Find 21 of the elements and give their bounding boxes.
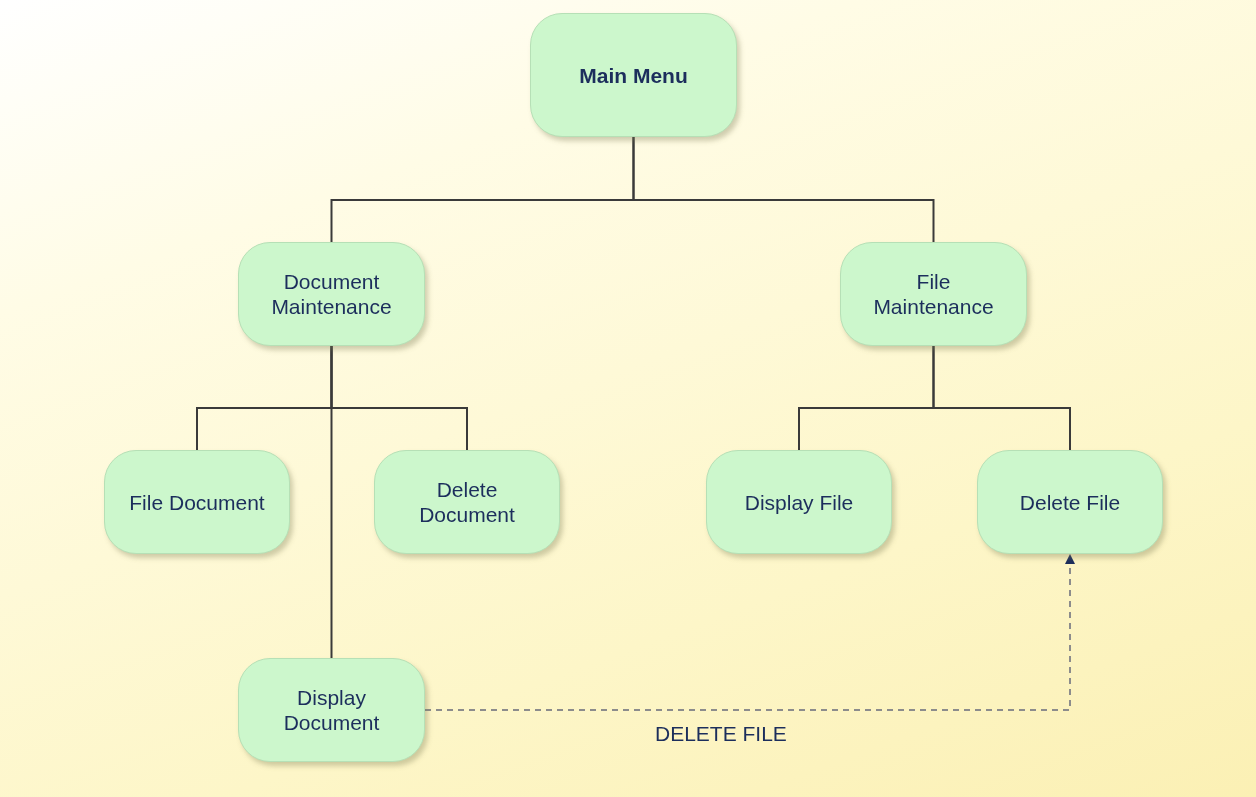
arrow [424,553,1075,711]
menu-box [530,13,737,137]
menu-box [977,450,1163,554]
menu-box [374,450,560,554]
node-label: Document Maintenance [270,269,393,319]
connector-line [932,345,1071,451]
menu-box [706,450,892,554]
node-label: Delete File [1018,489,1122,515]
connector-line [330,345,333,659]
node-label: File Document [128,489,266,515]
node-label: Display File [743,489,855,515]
menu-box [840,242,1027,346]
menu-box [238,658,425,762]
node-label: Delete Document [418,477,516,527]
connector-line [632,136,935,243]
node-label: Display Document [282,685,381,735]
edge-label: DELETE FILE [655,722,787,746]
menu-box [104,450,290,554]
node-label: File Maintenance [872,269,995,319]
node-label: Main Menu [578,62,689,88]
menu-box [238,242,425,346]
